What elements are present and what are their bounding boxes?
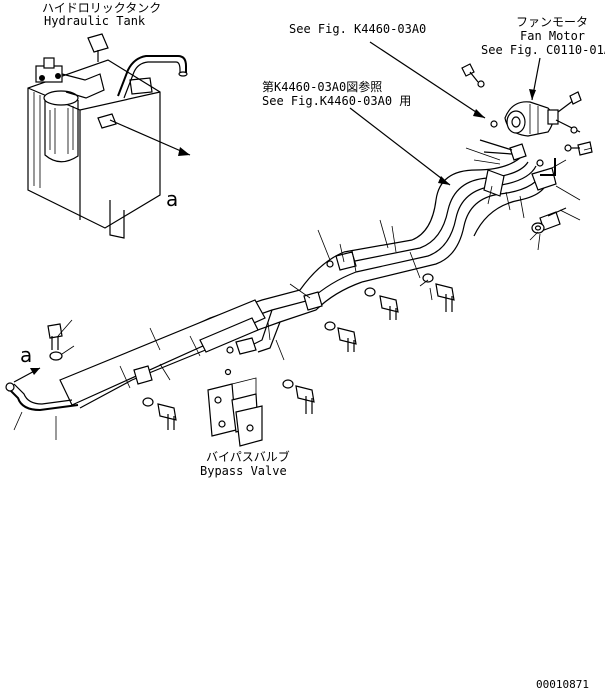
tank-label-en: Hydraulic Tank [44,14,146,28]
see-fig-top-label: See Fig. K4460-03A0 [289,22,426,36]
fan-motor-label-en: Fan Motor [520,29,585,43]
pipe-harness [5,157,557,412]
bypass-valve [207,377,263,447]
bolt-set-4 [282,379,315,414]
bolt-set-2 [422,273,455,312]
ref-label-jp: 第K4460-03A0図参照 [262,79,382,94]
hydraulic-tank [27,33,191,239]
ref-label-en: See Fig.K4460-03A0 用 [262,94,411,108]
ref-leader [349,107,451,186]
bolt-set-3 [324,321,357,352]
bolt-set-5 [142,397,177,430]
fan-motor-label-jp: ファンモータ [516,15,588,29]
tank-label-jp: ハイドロリックタンク [42,1,161,15]
callout-leaders [13,147,593,440]
bolt-set-7 [531,207,567,234]
bolt-set-6 [47,323,63,361]
bolt-set-1 [364,287,399,320]
fan-motor-ref-label: See Fig. C0110-01A0 [481,43,605,57]
marker-a-lower: a [20,343,32,367]
marker-a-upper: a [166,187,178,211]
washer [326,260,334,268]
fan-motor [461,63,593,167]
bypass-valve-label-en: Bypass Valve [200,464,287,478]
bypass-valve-label-jp: バイパスバルブ [206,449,290,464]
figure-code: 00010871 [536,678,589,691]
see-fig-top-leader [369,41,486,119]
